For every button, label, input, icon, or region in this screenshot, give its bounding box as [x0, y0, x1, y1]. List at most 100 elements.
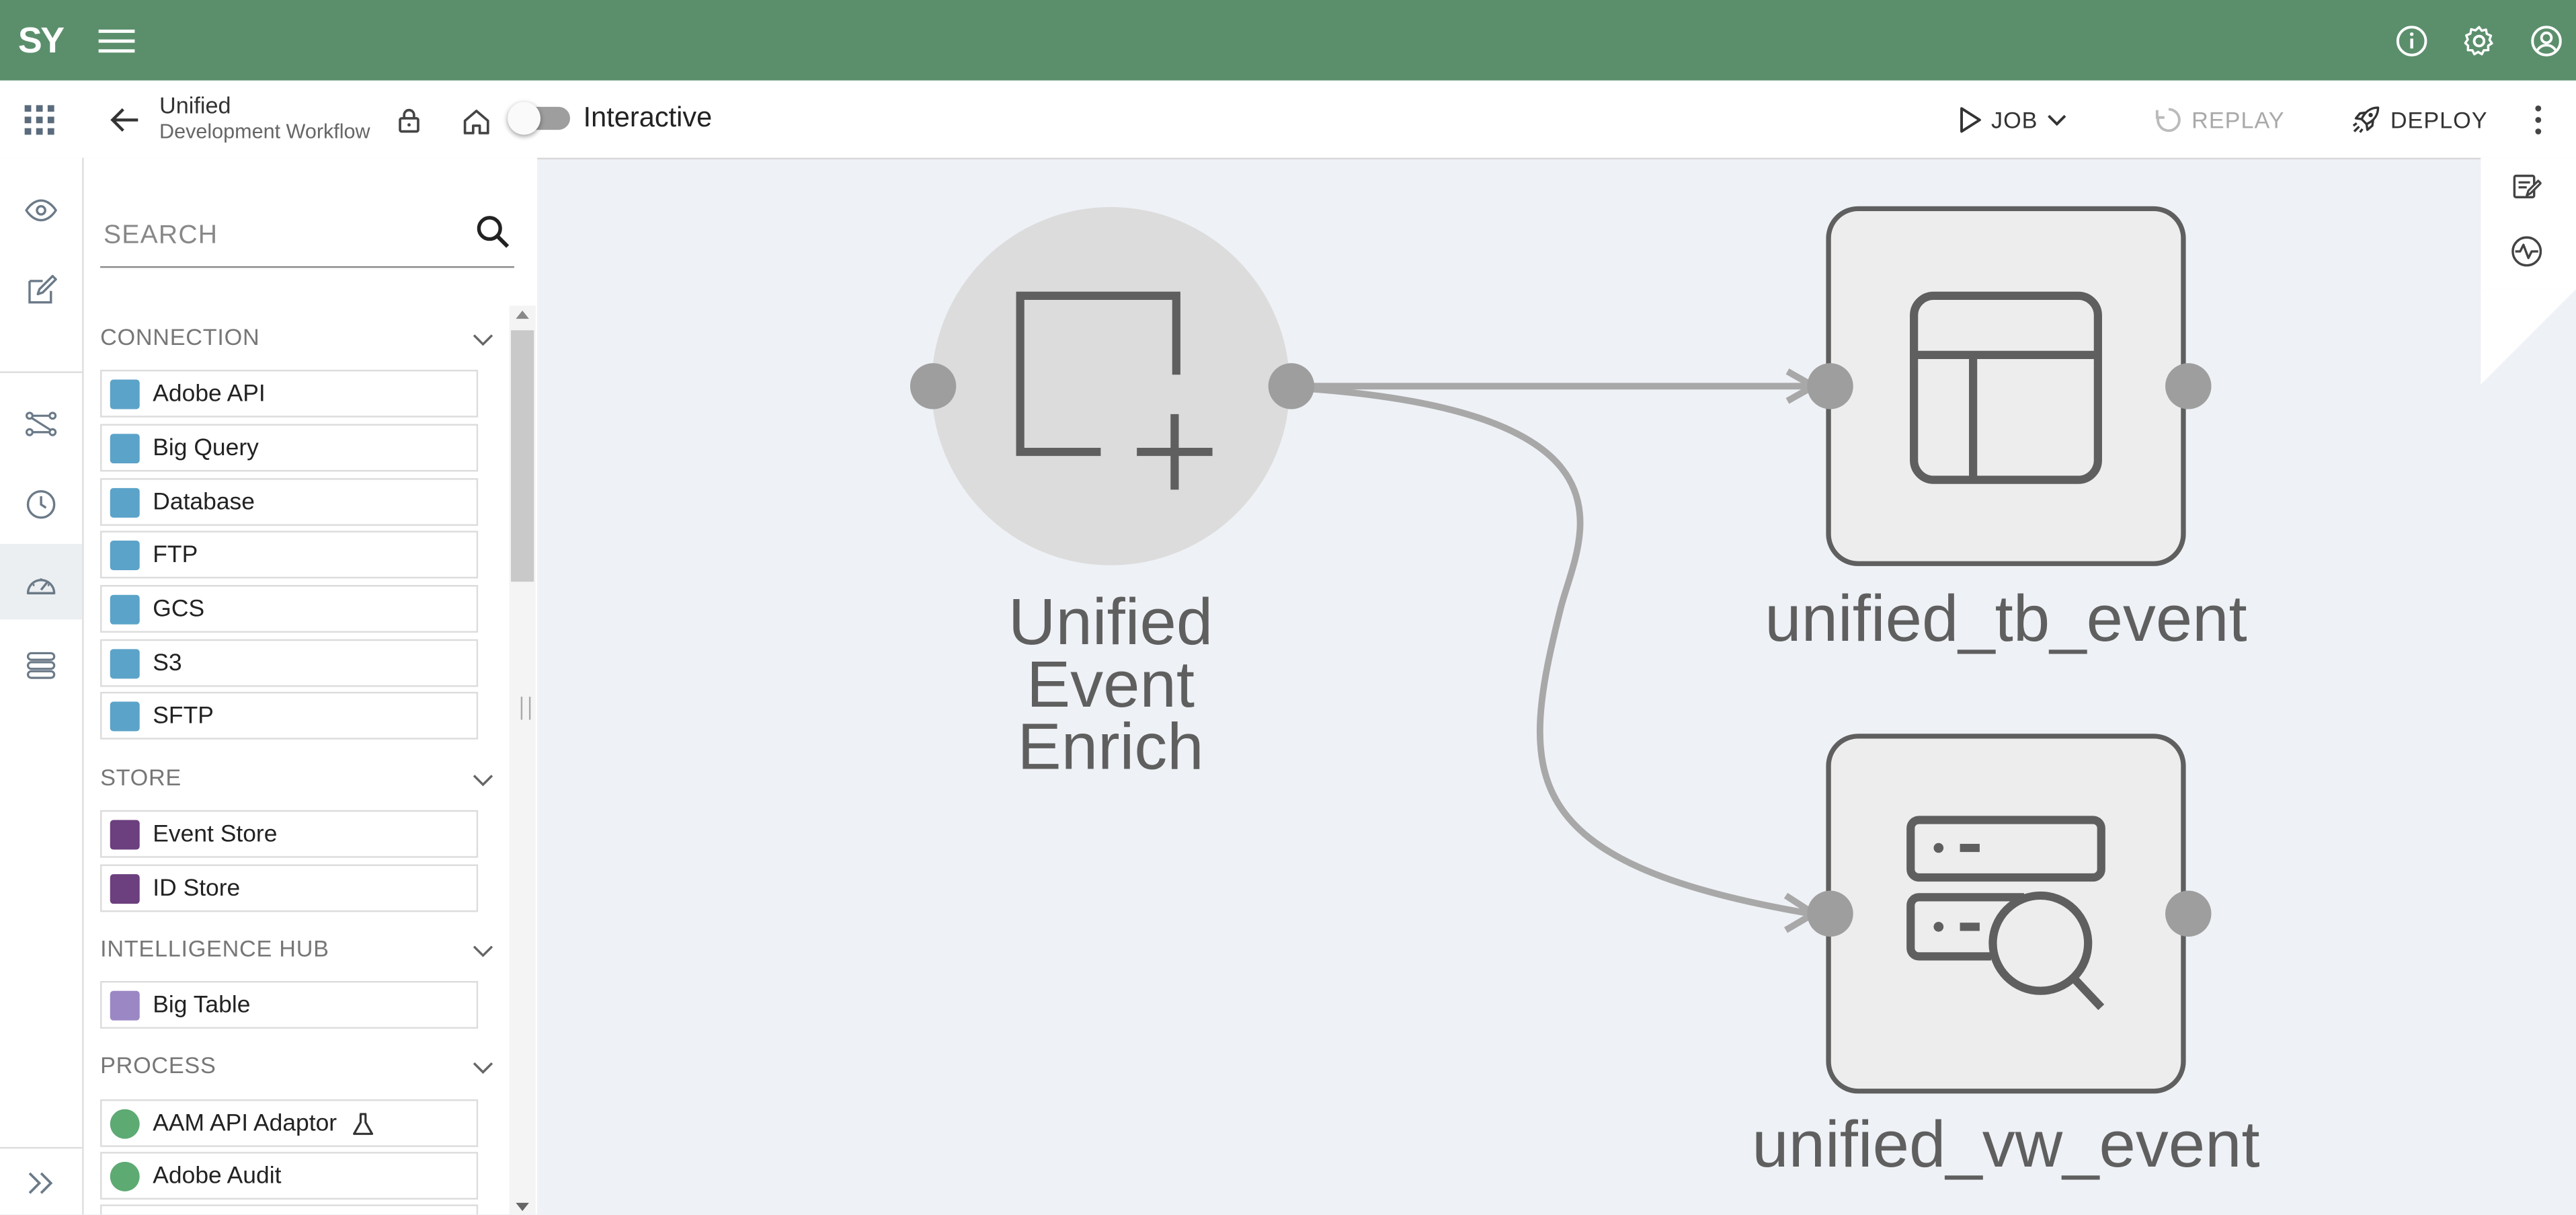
back-arrow-icon[interactable]: [108, 104, 141, 136]
category-title: CONNECTION: [100, 323, 260, 350]
sftp-icon: [110, 701, 140, 732]
palette-item-ftp[interactable]: FTP: [100, 531, 479, 579]
deploy-button[interactable]: DEPLOY: [2349, 104, 2488, 136]
category-title: STORE: [100, 764, 182, 791]
palette-item-label: ID Store: [153, 875, 241, 902]
app-logo[interactable]: SY: [17, 19, 65, 61]
node-unified-event-enrich[interactable]: [931, 206, 1290, 565]
play-icon: [1960, 107, 1981, 133]
history-clock-icon[interactable]: [25, 488, 58, 521]
canvas-tool-strip: [2481, 157, 2576, 290]
rail-divider: [0, 1146, 83, 1149]
palette-list: CONNECTION Adobe API Big Query Database …: [84, 315, 508, 1215]
interactive-toggle[interactable]: [508, 102, 571, 135]
table-icon: [1910, 291, 2102, 484]
workflow-icon[interactable]: [25, 407, 58, 440]
palette-item-big-table[interactable]: Big Table: [100, 981, 479, 1029]
palette-item-sftp[interactable]: SFTP: [100, 691, 479, 740]
palette-item-event-store[interactable]: Event Store: [100, 810, 479, 858]
palette-item-database[interactable]: Database: [100, 478, 479, 526]
palette-item-partial[interactable]: [100, 1204, 479, 1215]
node-label-line: Enrich: [1017, 711, 1204, 784]
s3-icon: [110, 649, 140, 679]
big-query-icon: [110, 434, 140, 464]
palette-item-big-query[interactable]: Big Query: [100, 424, 479, 472]
big-table-icon: [110, 990, 140, 1021]
job-button[interactable]: JOB: [1957, 104, 2069, 136]
palette-search: [100, 207, 514, 268]
workflow-graph: [910, 206, 2212, 1094]
input-port[interactable]: [910, 363, 957, 409]
panel-resize-handle[interactable]: [520, 697, 531, 720]
scroll-down-arrow-icon[interactable]: [516, 1202, 529, 1212]
add-process-icon: [1016, 291, 1180, 457]
chevron-down-icon: [2048, 114, 2067, 126]
output-port[interactable]: [2165, 363, 2212, 409]
scrollbar-thumb[interactable]: [511, 330, 534, 582]
more-vert-icon[interactable]: [2524, 104, 2553, 136]
palette-item-aam-api-adaptor[interactable]: AAM API Adaptor: [100, 1099, 479, 1147]
deploy-button-label: DEPLOY: [2390, 106, 2488, 133]
palette-scrollbar[interactable]: [509, 305, 536, 1215]
palette-item-adobe-audit[interactable]: Adobe Audit: [100, 1152, 479, 1200]
category-process-header[interactable]: PROCESS: [100, 1052, 495, 1088]
activity-monitor-icon[interactable]: [2510, 235, 2543, 268]
beta-flask-icon: [353, 1113, 374, 1135]
ftp-icon: [110, 541, 140, 571]
interactive-toggle-label: Interactive: [583, 102, 713, 133]
category-connection-header[interactable]: CONNECTION: [100, 323, 495, 360]
eye-icon[interactable]: [25, 194, 58, 227]
input-port[interactable]: [1807, 363, 1853, 409]
output-port[interactable]: [1268, 363, 1315, 409]
palette-item-label: Adobe Audit: [153, 1163, 282, 1190]
home-icon[interactable]: [462, 107, 491, 136]
node-unified-vw-event[interactable]: [1826, 734, 2186, 1094]
edit-note-icon[interactable]: [25, 274, 58, 307]
rocket-icon: [2352, 106, 2380, 133]
palette-item-label: FTP: [153, 542, 198, 569]
notes-edit-icon[interactable]: [2512, 173, 2542, 202]
settings-gear-icon[interactable]: [2462, 25, 2495, 58]
menu-icon[interactable]: [98, 23, 135, 56]
workflow-subtitle: Development Workflow: [159, 120, 370, 143]
palette-item-s3[interactable]: S3: [100, 639, 479, 687]
palette-item-label: SFTP: [153, 703, 214, 730]
dashboard-gauge-icon[interactable]: [25, 569, 58, 602]
replay-button-label: REPLAY: [2191, 106, 2285, 133]
palette-item-id-store[interactable]: ID Store: [100, 864, 479, 912]
search-icon[interactable]: [475, 214, 511, 250]
replay-icon: [2155, 108, 2181, 132]
node-label-unified-tb-event: unified_tb_event: [1765, 583, 2247, 656]
apps-grid-icon[interactable]: [23, 104, 56, 136]
palette-item-label: Event Store: [153, 821, 278, 849]
palette-item-label: Big Table: [153, 992, 251, 1019]
scroll-up-arrow-icon[interactable]: [516, 310, 529, 319]
adobe-api-icon: [110, 379, 140, 409]
palette-item-gcs[interactable]: GCS: [100, 585, 479, 633]
input-port[interactable]: [1807, 890, 1853, 937]
view-search-icon: [1906, 816, 2105, 1011]
output-port[interactable]: [2165, 890, 2212, 937]
storage-stack-icon[interactable]: [25, 649, 58, 682]
workflow-canvas[interactable]: Unified Event Enrich unified_tb_event un…: [537, 158, 2576, 1214]
node-unified-tb-event[interactable]: [1826, 206, 2186, 566]
category-intelligence-hub-header[interactable]: INTELLIGENCE HUB: [100, 935, 495, 972]
chevron-down-icon: [473, 1062, 493, 1074]
gcs-icon: [110, 594, 140, 625]
node-label-unified-vw-event: unified_vw_event: [1752, 1109, 2260, 1182]
search-input[interactable]: [100, 220, 452, 253]
chevron-down-icon: [473, 775, 493, 787]
edge-enrich-to-vw-event[interactable]: [1294, 384, 1812, 917]
palette-item-label: Adobe API: [153, 381, 266, 408]
category-store-header[interactable]: STORE: [100, 764, 495, 800]
node-label-line: Event: [1027, 649, 1195, 721]
palette-item-label: Database: [153, 489, 255, 516]
lock-icon[interactable]: [396, 107, 422, 133]
account-circle-icon[interactable]: [2530, 25, 2563, 58]
replay-button[interactable]: REPLAY: [2154, 104, 2285, 136]
rail-divider: [0, 371, 83, 373]
palette-item-adobe-api[interactable]: Adobe API: [100, 369, 479, 418]
info-icon[interactable]: [2395, 25, 2428, 58]
expand-double-chevron-icon[interactable]: [25, 1167, 58, 1200]
